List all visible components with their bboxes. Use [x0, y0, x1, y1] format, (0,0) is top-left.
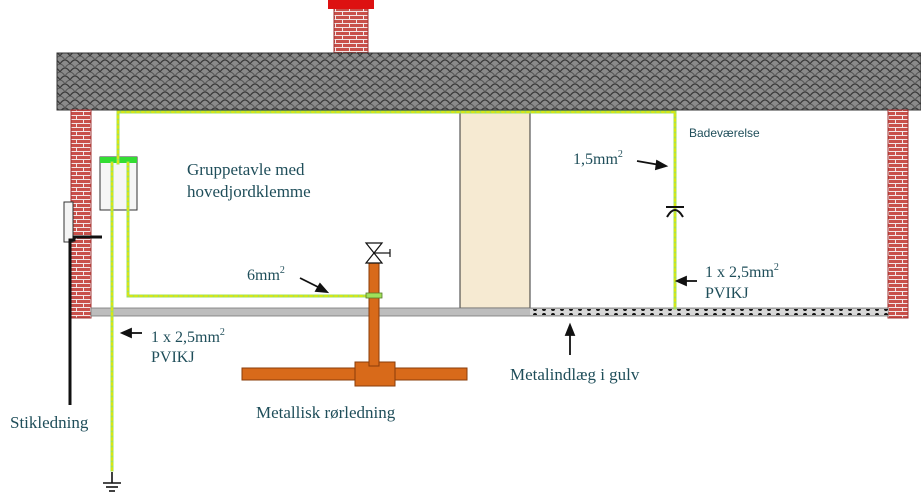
label-6mm: 6mm2 — [247, 265, 285, 284]
label-metallisk-rorledning: Metallisk rørledning — [256, 403, 396, 422]
bathroom-outlet-icon — [666, 206, 684, 218]
label-pvikj-left-line1: 1 x 2,5mm2 — [151, 327, 225, 346]
label-badevaerelse: Badeværelse — [689, 126, 760, 140]
label-metalindlaeg: Metalindlæg i gulv — [510, 365, 640, 384]
floor-metal-insert — [530, 309, 888, 315]
service-entry-box — [63, 201, 74, 243]
label-stikledning: Stikledning — [10, 413, 89, 432]
pipe-earth-clamp — [365, 292, 383, 299]
partition-wall — [459, 109, 531, 309]
label-pvikj-left-line2: PVIKJ — [151, 349, 195, 366]
label-pvikj-right-line1: 1 x 2,5mm2 — [705, 262, 779, 281]
group-panel — [99, 156, 138, 211]
earth-ground-icon — [103, 472, 121, 492]
left-brick-pillar — [70, 109, 92, 319]
label-pvikj-right-line2: PVIKJ — [705, 285, 749, 302]
right-brick-pillar — [887, 109, 909, 319]
chimney — [328, 0, 374, 55]
label-gruppetavle-line2: hovedjordklemme — [187, 182, 311, 201]
label-gruppetavle-line1: Gruppetavle med — [187, 160, 305, 179]
label-1-5mm: 1,5mm2 — [573, 149, 623, 168]
chimney-cap — [328, 0, 374, 9]
roof — [56, 52, 921, 111]
annotation-arrows — [119, 159, 697, 355]
service-cable — [68, 235, 102, 405]
valve-icon — [364, 242, 391, 264]
